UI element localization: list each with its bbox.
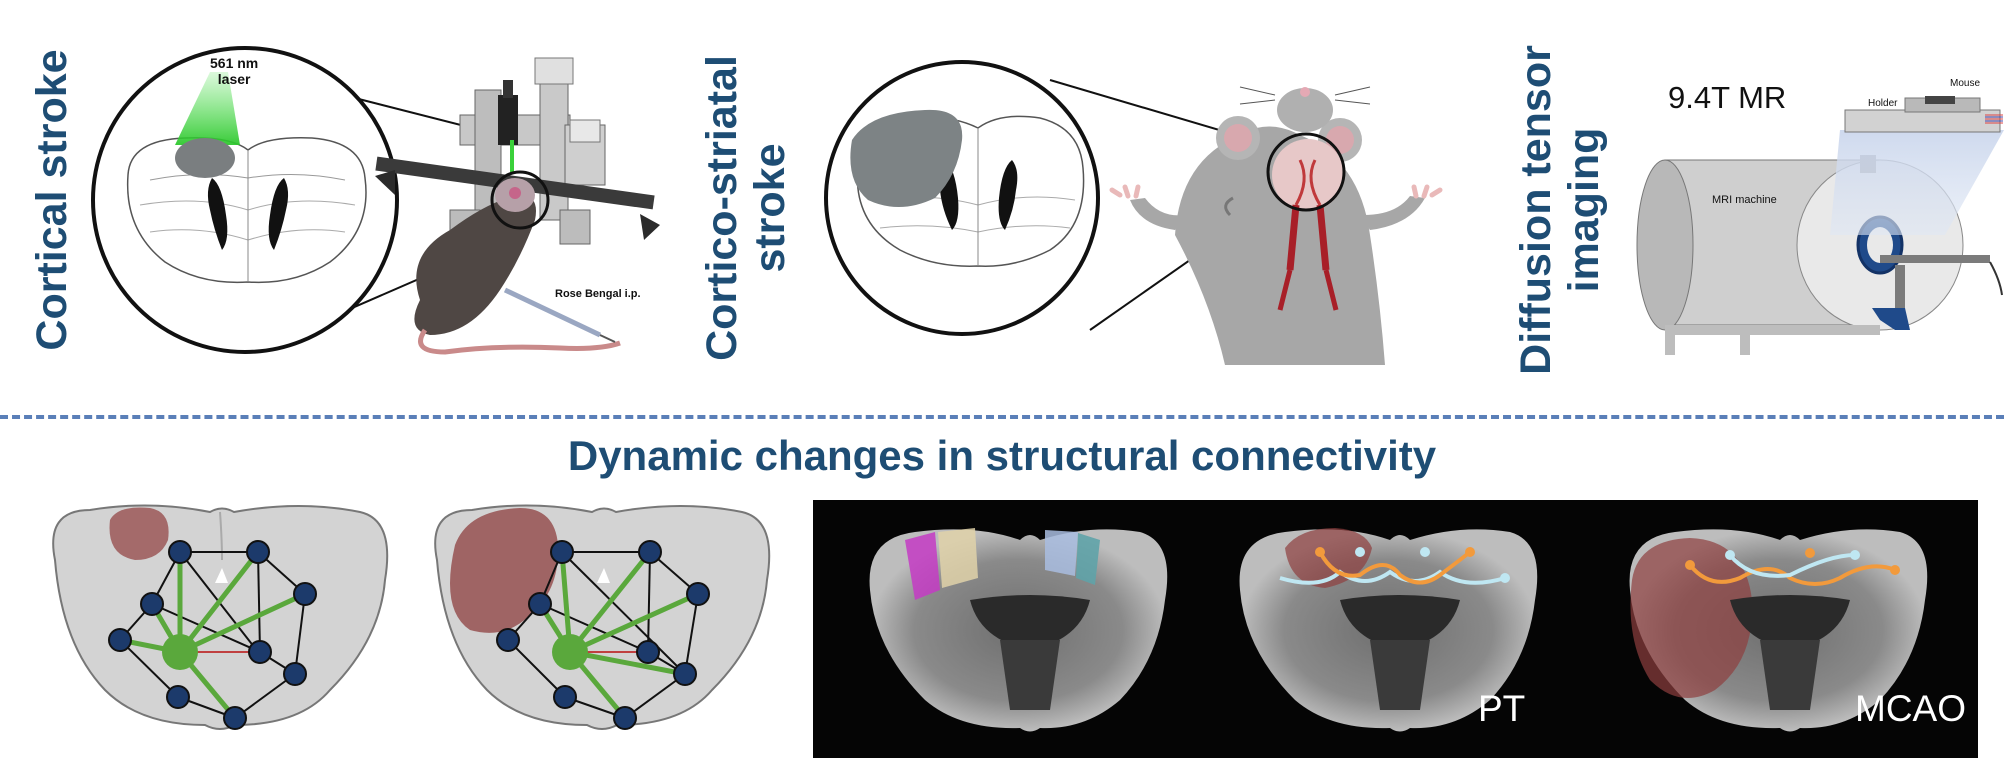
holder-zoom-beam: [1830, 130, 2004, 235]
lesion-pt: [109, 507, 169, 560]
mri-brain-pt: [1239, 528, 1538, 732]
cortical-panel: [91, 46, 660, 355]
mcao-label: MCAO: [1855, 688, 1966, 729]
mri-brain-atlas: [869, 528, 1168, 732]
pt-label: PT: [1478, 688, 1526, 729]
connectivity-title: Dynamic changes in structural connectivi…: [567, 432, 1437, 479]
laser-beam: [175, 72, 240, 145]
dti-panel: [1636, 96, 2004, 355]
cortical-lesion: [175, 138, 235, 178]
striatal-panel: [824, 60, 1443, 365]
laser-label: 561 nm laser: [210, 55, 259, 87]
mri-brain-mcao: [1629, 529, 1928, 732]
scanner-label: 9.4T MR: [1668, 80, 1787, 115]
hub-node: [162, 634, 198, 670]
striatal-lesion: [850, 109, 963, 208]
mri-machine-label: MRI machine: [1712, 194, 1777, 206]
mouse-top-view: [1109, 86, 1443, 365]
mouse-illustration: [414, 170, 621, 355]
connectivity-graph-pt: [52, 504, 389, 730]
mouse-label: Mouse: [1950, 78, 1981, 89]
mri-strip: [813, 500, 1978, 758]
connectivity-graph-mcao: [434, 504, 771, 730]
section-divider: [0, 415, 2004, 419]
holder-label: Holder: [1868, 98, 1898, 109]
hub-node-2: [552, 634, 588, 670]
rose-bengal-label: Rose Bengal i.p.: [555, 288, 641, 300]
